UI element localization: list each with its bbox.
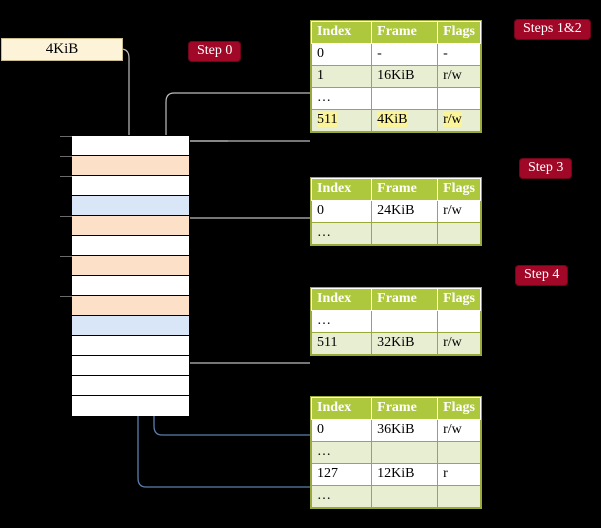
memory-frame-11 [72,356,189,376]
cell-frame [371,310,439,333]
virtual-address-box: 4KiB [1,38,123,61]
cell-index: … [310,441,373,464]
cell-index: … [310,222,373,245]
cell-index: 0 [310,419,373,442]
table-row: … [310,485,481,508]
memory-frame-5 [72,236,189,256]
table-row: … [310,87,481,110]
memory-tick-6 [60,256,72,257]
cell-frame: 4KiB [371,109,439,132]
cell-flags: r/w [437,65,481,88]
cell-frame: 36KiB [371,419,439,442]
cell-frame [371,485,439,508]
badge-step-3: Step 3 [519,158,573,180]
cell-flags: r/w [437,109,481,132]
memory-frame-10 [72,336,189,356]
cell-index: … [310,310,373,333]
cell-index: 0 [310,43,373,66]
cell-flags [437,310,481,333]
badge-step-4: Step 4 [515,265,569,287]
cell-flags: r/w [437,332,481,355]
column-header-flags: Flags [437,288,481,311]
column-header-frame: Frame [371,288,439,311]
memory-tick-2 [60,176,72,177]
cell-index: … [310,87,373,110]
cell-flags: - [437,43,481,66]
cell-frame [371,441,439,464]
cell-frame [371,222,439,245]
memory-frame-6 [60,256,189,276]
column-header-flags: Flags [437,21,481,44]
memory-frame-1 [60,156,189,176]
memory-tick-0 [60,136,72,137]
table-row: 0-- [310,43,481,66]
column-header-flags: Flags [437,397,481,420]
table-row: … [310,441,481,464]
badge-step-0: Step 0 [188,41,242,63]
column-header-index: Index [310,288,373,311]
memory-tick-1 [60,156,72,157]
virtual-address-label: 4KiB [45,41,79,57]
column-header-index: Index [310,21,373,44]
memory-frame-3 [72,196,189,216]
badge-steps-1-2: Steps 1&2 [514,19,591,41]
cell-flags [437,222,481,245]
memory-frame-4 [60,216,189,236]
cell-frame: 16KiB [371,65,439,88]
memory-frame-9 [72,316,189,336]
cell-index: 511 [310,109,373,132]
memory-frame-13 [72,396,189,416]
cell-flags: r/w [437,419,481,442]
cell-index: … [310,485,373,508]
cell-flags [437,441,481,464]
column-header-flags: Flags [437,178,481,201]
cell-index: 127 [310,463,373,486]
physical-memory-column [60,135,190,416]
cell-frame [371,87,439,110]
cell-frame: 12KiB [371,463,439,486]
cell-flags [437,87,481,110]
column-header-index: Index [310,397,373,420]
cell-flags: r/w [437,200,481,223]
column-header-frame: Frame [371,397,439,420]
memory-tick-8 [60,296,72,297]
cell-index: 1 [310,65,373,88]
cell-frame: - [371,43,439,66]
cell-frame: 32KiB [371,332,439,355]
memory-frame-0 [60,136,189,156]
column-header-frame: Frame [371,21,439,44]
table-row: … [310,310,481,333]
table-row: … [310,222,481,245]
memory-frame-8 [60,296,189,316]
memory-frame-7 [72,276,189,296]
memory-tick-4 [60,216,72,217]
cell-flags [437,485,481,508]
memory-frame-12 [72,376,189,396]
column-header-frame: Frame [371,178,439,201]
cell-index: 0 [310,200,373,223]
memory-frame-2 [60,176,189,196]
column-header-index: Index [310,178,373,201]
cell-flags: r [437,463,481,486]
cell-frame: 24KiB [371,200,439,223]
cell-index: 511 [310,332,373,355]
